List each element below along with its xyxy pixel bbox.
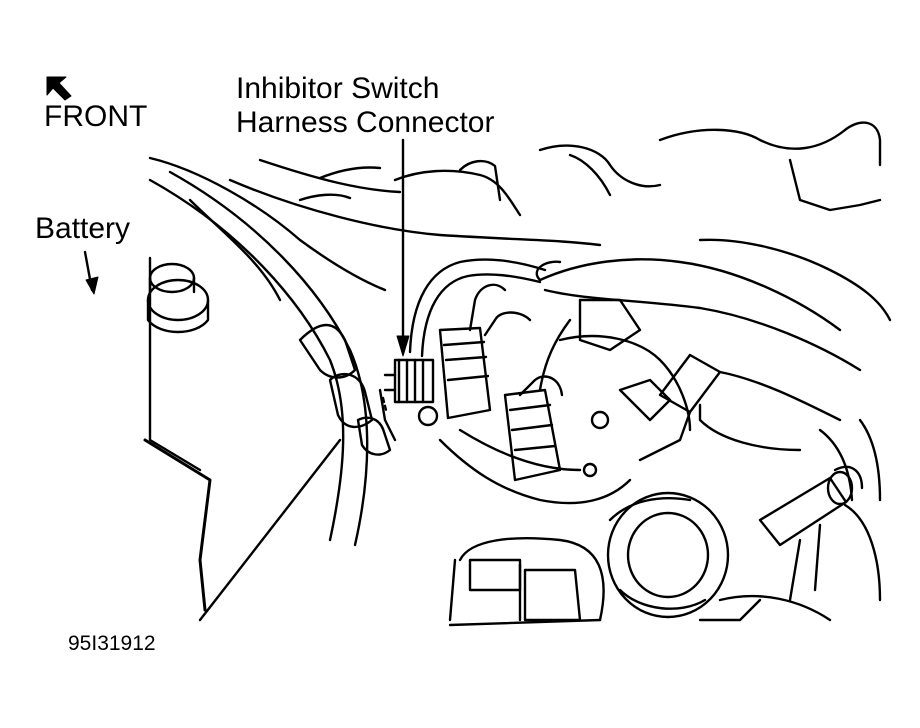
battery-pointer-arrow <box>83 250 99 295</box>
mating-connector <box>438 283 532 420</box>
upper-panel-lines <box>228 121 882 247</box>
right-body-edges <box>698 418 882 622</box>
front-label: FRONT <box>44 100 148 133</box>
transaxle-housing <box>438 298 692 505</box>
figure-id: 95I31912 <box>68 632 156 655</box>
main-wire-harness <box>148 170 392 547</box>
sensor-plug <box>758 465 882 602</box>
battery-terminal <box>146 262 210 334</box>
battery-outline <box>143 156 387 622</box>
right-connector <box>638 353 842 462</box>
callout-label-line-2: Harness Connector <box>236 106 495 139</box>
battery-label: Battery <box>35 212 131 245</box>
inhibitor-connector <box>378 258 547 442</box>
callout-label-line-1: Inhibitor Switch <box>236 72 440 105</box>
lower-bracket <box>448 537 605 627</box>
second-connector <box>503 318 572 482</box>
air-duct <box>535 238 892 372</box>
callout-leader-line <box>396 138 410 357</box>
round-mount <box>606 491 730 619</box>
arrow-up-left-icon <box>46 76 72 101</box>
